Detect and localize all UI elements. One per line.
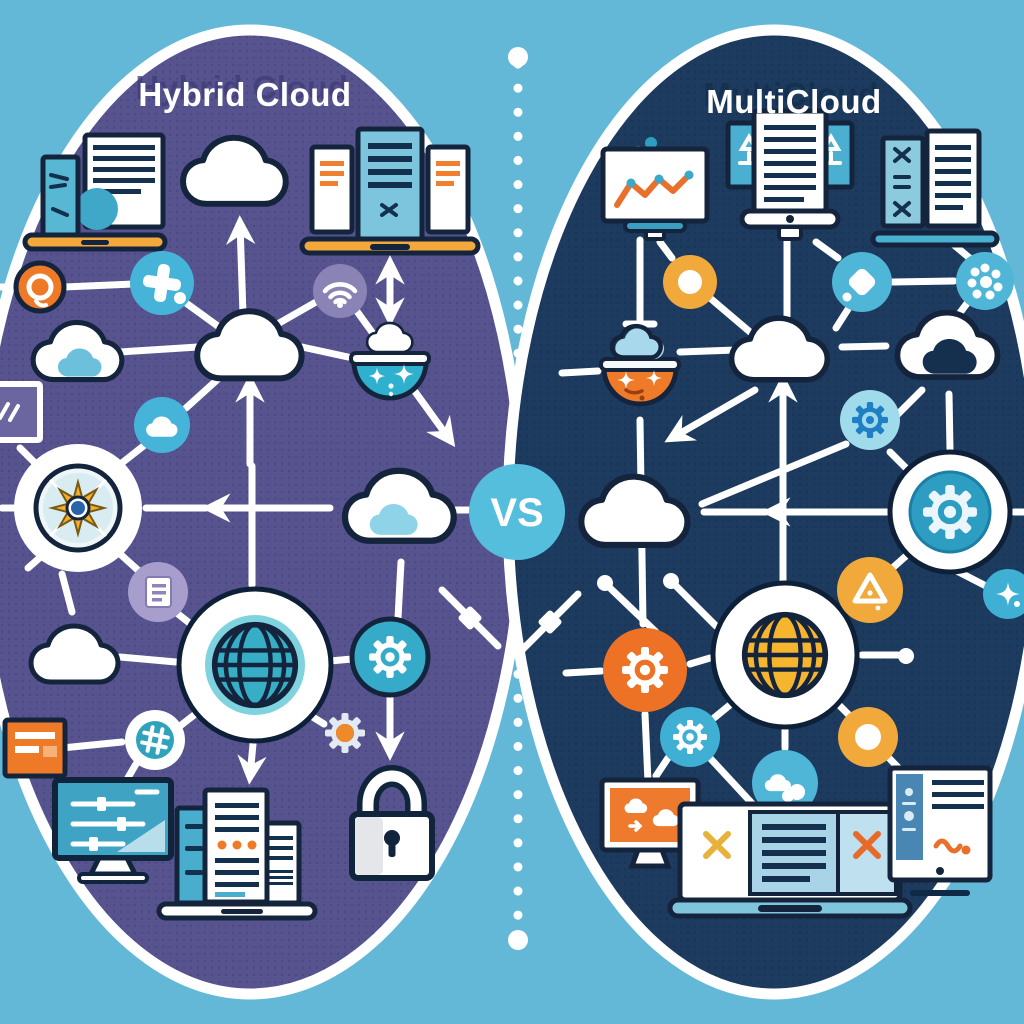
hash-badge-icon: [125, 710, 185, 770]
document-badge-icon: [128, 562, 188, 622]
gear-orange-icon: [325, 713, 365, 753]
laptop-files-icon: [299, 126, 481, 256]
line-diamond-markers: [458, 606, 562, 634]
documents-monitor-icon: [725, 108, 855, 241]
gear-blue-badge-icon: [840, 390, 900, 450]
padlock-icon: [349, 765, 435, 881]
wifi-badge-icon: [313, 264, 367, 318]
server-documents-laptop-icon: [156, 787, 318, 921]
right-icons: [581, 108, 1024, 919]
dot-cluster-badge-icon: [956, 252, 1014, 310]
gear-teal-badge-icon: [660, 707, 720, 767]
gear-orange-circle-icon: [603, 628, 687, 712]
right-panel-title: MultiCloud: [706, 83, 881, 120]
tablet-document-icon: [887, 765, 993, 896]
yellow-ring-icon: [663, 255, 717, 309]
globe-icon: [176, 586, 334, 744]
cloud-badge-icon: [134, 397, 190, 453]
clouds-monitor-icon: [599, 777, 701, 869]
divider-end-dot-top: [508, 47, 528, 67]
clouds-badge-icon: [752, 750, 818, 816]
right-title-shadow: MultiCloud: [703, 76, 878, 113]
settings-monitor-icon: [52, 777, 174, 884]
compass-star-icon: [14, 444, 142, 572]
connection-lines-left: [0, 215, 502, 792]
cloud-bowl-sparkles-icon: [599, 323, 681, 407]
spark-edge-badge-icon: [983, 569, 1024, 619]
left-panel-title: Hybrid Cloud: [138, 76, 351, 113]
browser-window-icon: [2, 717, 68, 779]
laptop-documents-icon: [22, 132, 168, 252]
chart-monitor-icon: [600, 146, 710, 241]
warning-triangle-badge-icon: [837, 557, 903, 623]
spark-badge-icon: [832, 252, 892, 312]
left-icons: [0, 126, 481, 921]
window-widget-icon: [0, 381, 43, 443]
center-divider: VS: [469, 47, 565, 950]
gear-circle-icon: [887, 449, 1013, 575]
left-title-shadow: Hybrid Cloud: [135, 69, 348, 106]
line-terminal-dots: [597, 573, 914, 664]
yellow-dot-badge-icon: [838, 707, 898, 767]
gear-badge-icon: [349, 616, 431, 698]
vs-label: VS: [490, 491, 543, 535]
divider-end-dot-bottom: [508, 930, 528, 950]
vs-badge: VS: [469, 464, 565, 560]
plus-badge-icon: [130, 251, 194, 315]
globe-icon: [710, 580, 860, 730]
orange-ring-icon: [13, 260, 67, 314]
laptop-files-x-icon: [870, 128, 1000, 248]
cloud-bowl-sparkles-icon: [349, 321, 431, 401]
laptop-x-documents-icon: [667, 801, 913, 919]
